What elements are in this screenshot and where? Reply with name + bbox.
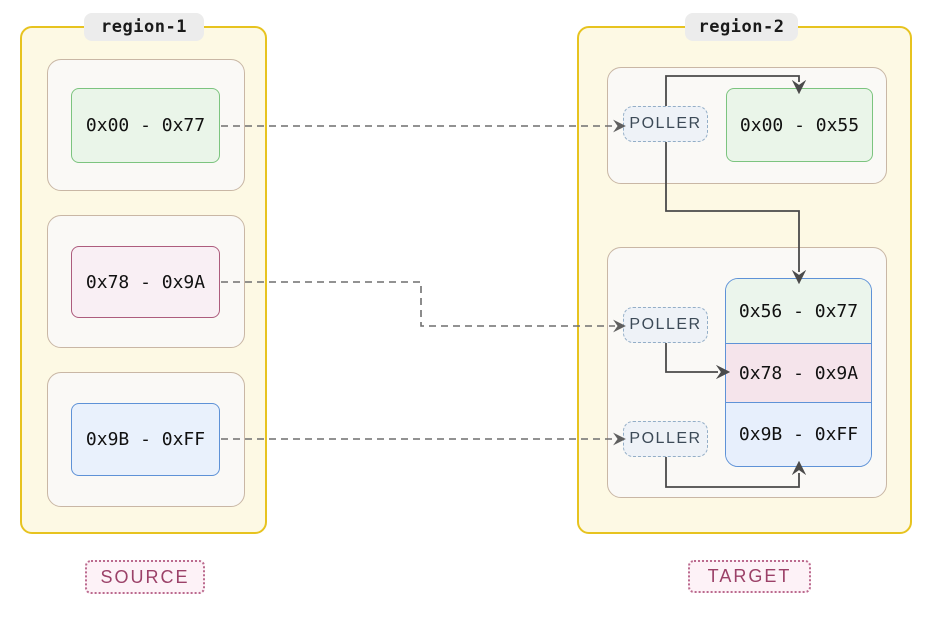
target-stack-cell-0x9B-0xFF: 0x9B - 0xFF	[726, 403, 871, 466]
target-tag: TARGET	[688, 560, 811, 593]
region-2-title: region-2	[685, 13, 798, 41]
poller-1: POLLER	[623, 106, 708, 142]
poller-3: POLLER	[623, 421, 708, 457]
source-block-0x9B-0xFF: 0x9B - 0xFF	[71, 403, 220, 476]
target-stack-cell-0x78-0x9A: 0x78 - 0x9A	[726, 344, 871, 403]
target-block-0x00-0x55: 0x00 - 0x55	[726, 88, 873, 162]
edge-src2-to-poller2	[221, 281, 626, 333]
target-stack-cell-0x56-0x77: 0x56 - 0x77	[726, 279, 871, 344]
target-stack-block: 0x56 - 0x77 0x78 - 0x9A 0x9B - 0xFF	[725, 278, 872, 467]
source-tag: SOURCE	[85, 560, 205, 594]
source-block-0x00-0x77: 0x00 - 0x77	[71, 88, 220, 163]
region-1-title: region-1	[84, 13, 204, 41]
source-block-0x78-0x9A: 0x78 - 0x9A	[71, 246, 220, 318]
poller-2: POLLER	[623, 307, 708, 343]
